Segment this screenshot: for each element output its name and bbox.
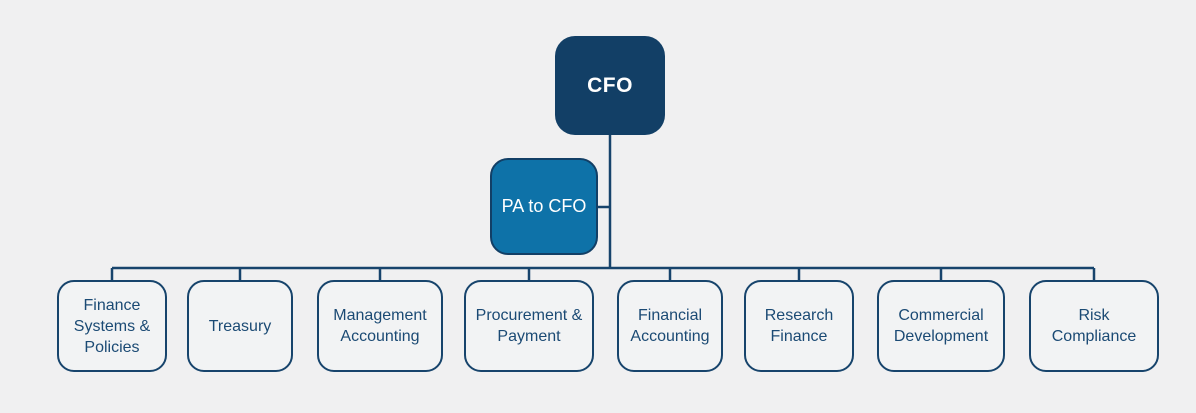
org-node-pa-to-cfo: PA to CFO: [490, 158, 598, 255]
org-node-label: Financial Accounting: [630, 307, 710, 345]
org-node-commercial-development: Commercial Development: [877, 280, 1005, 372]
org-node-risk-compliance: Risk Compliance: [1029, 280, 1159, 372]
org-node-label: Procurement & Payment: [475, 307, 583, 345]
org-node-research-finance: Research Finance: [744, 280, 854, 372]
org-node-cfo-label: CFO: [587, 73, 633, 97]
org-node-label: Commercial Development: [893, 307, 989, 345]
org-node-label: Risk Compliance: [1051, 307, 1137, 345]
org-node-label: Research Finance: [764, 307, 834, 345]
org-node-pa-to-cfo-label: PA to CFO: [501, 196, 587, 216]
org-node-label: Management Accounting: [333, 307, 427, 345]
org-node-procurement-payment: Procurement & Payment: [464, 280, 594, 372]
org-node-label: Finance Systems & Policies: [73, 296, 151, 356]
org-node-financial-accounting: Financial Accounting: [617, 280, 723, 372]
org-node-management-accounting: Management Accounting: [317, 280, 443, 372]
org-node-finance-systems-policies: Finance Systems & Policies: [57, 280, 167, 372]
org-node-label: Treasury: [208, 317, 272, 335]
org-node-treasury: Treasury: [187, 280, 293, 372]
org-node-cfo: CFO: [555, 36, 665, 135]
